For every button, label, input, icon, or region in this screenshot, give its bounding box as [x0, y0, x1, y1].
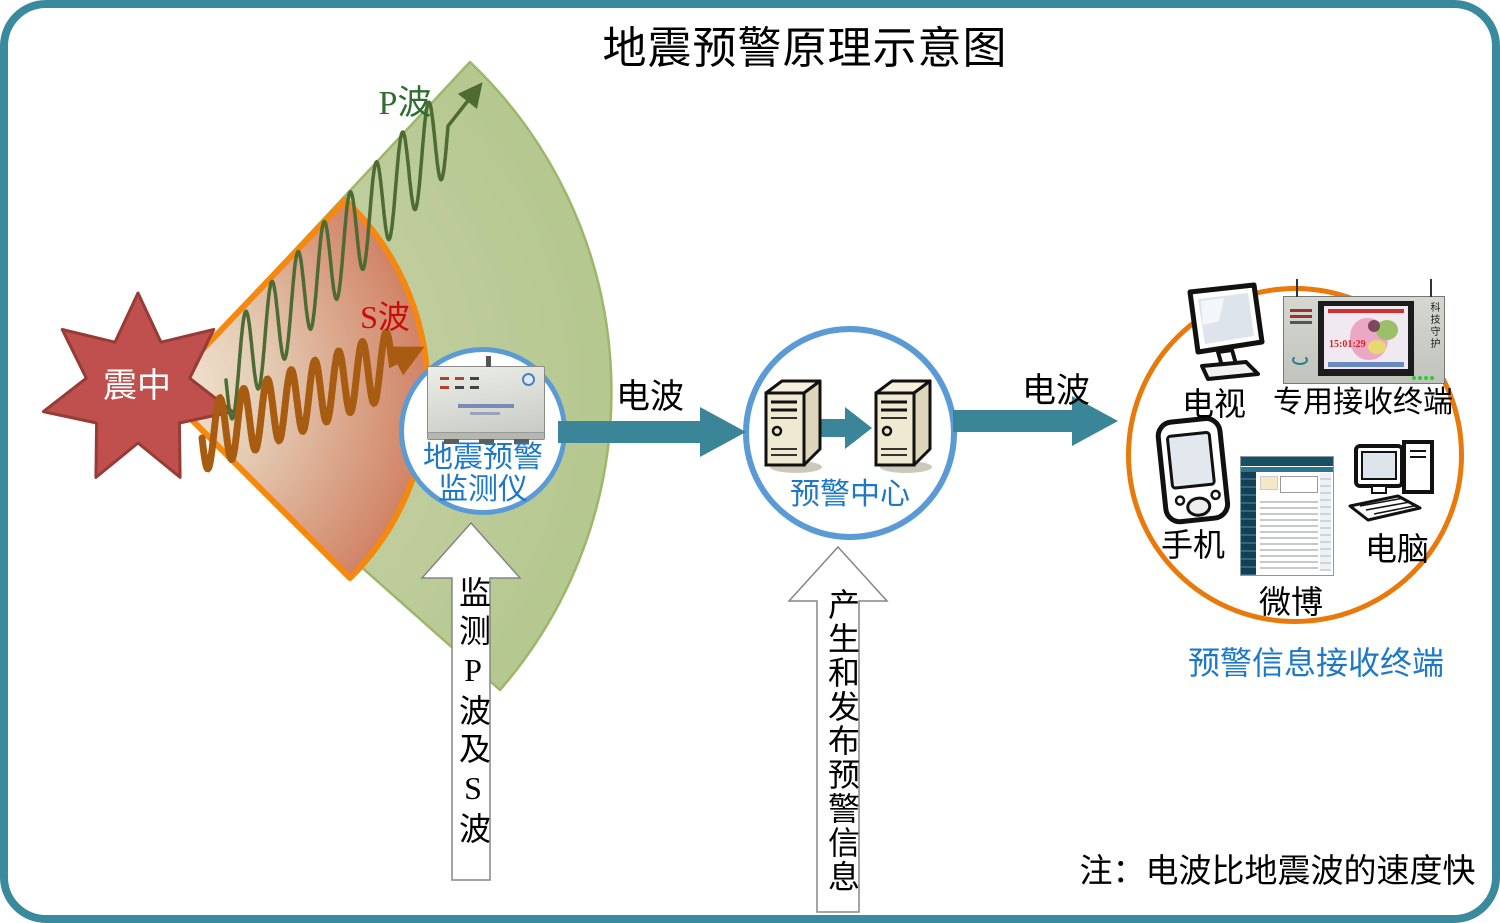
terminal-logo — [1292, 355, 1308, 365]
terminal-left-text-bars — [1290, 309, 1312, 312]
phone-icon — [1155, 416, 1231, 525]
device-base — [428, 432, 544, 439]
map-region-dark — [1368, 320, 1380, 332]
weibo-headline-box — [1280, 476, 1318, 493]
device-logo — [522, 373, 535, 386]
tv-label: 电视 — [1181, 386, 1246, 422]
weibo-logo — [1260, 476, 1278, 490]
publish-arrow-label: 产生和发布预警信息 — [824, 588, 860, 894]
monitor-device-icon — [427, 356, 545, 444]
radio-wave-label-2: 电波 — [1022, 373, 1090, 410]
terminal-antenna-left — [1296, 279, 1298, 297]
device-led-cluster — [440, 377, 449, 380]
monitor-label-line1: 地震预警 — [423, 441, 543, 474]
weibo-label: 微博 — [1258, 584, 1323, 620]
epicenter-label: 震中 — [103, 368, 171, 405]
terminal-leds — [1418, 376, 1422, 380]
weibo-sidebar — [1241, 472, 1256, 575]
page-title: 地震预警原理示意图 — [602, 24, 1008, 73]
monitor-label-line2: 监测仪 — [438, 473, 528, 506]
s-wave-label: S波 — [360, 299, 410, 335]
phone-label: 手机 — [1160, 527, 1225, 563]
server-icon-left — [764, 379, 822, 473]
terminal-headline-bar — [1328, 309, 1404, 313]
terminal-map: 15:01:29 — [1324, 306, 1408, 369]
terminal-bottom-text-bar — [1328, 362, 1404, 367]
p-wave-label: P波 — [378, 85, 432, 122]
receiver-caption: 预警信息接收终端 — [1187, 645, 1444, 681]
note-text: 注：电波比地震波的速度快 — [1079, 854, 1476, 890]
device-text-bar-2 — [470, 412, 500, 415]
weibo-subheader-bar — [1241, 467, 1333, 472]
weibo-header-bar — [1241, 457, 1333, 466]
warning-center-label: 预警中心 — [790, 478, 910, 511]
computer-label: 电脑 — [1364, 531, 1429, 567]
s-wave-zone — [160, 197, 431, 581]
monitor-arrow-label: 监测P波及S波 — [455, 576, 491, 850]
terminal-screen: 15:01:29 — [1318, 301, 1414, 376]
device-antenna — [486, 356, 491, 367]
tv-icon — [1187, 282, 1265, 381]
map-region-green — [1376, 320, 1398, 340]
dedicated-terminal-icon: 15:01:29 科技守护 — [1283, 279, 1445, 384]
terminal-side-text: 科技守护 — [1428, 302, 1439, 350]
radio-wave-label-1: 电波 — [616, 379, 684, 416]
terminal-antenna-right — [1430, 279, 1432, 297]
s-wave-curve — [198, 328, 425, 473]
weibo-right-column — [1320, 473, 1331, 571]
terminal-countdown: 15:01:29 — [1329, 339, 1366, 350]
weibo-content-lines — [1260, 497, 1318, 572]
server-icon-right — [874, 379, 932, 473]
device-text-bar — [458, 404, 514, 408]
computer-icon — [1348, 440, 1434, 522]
map-region-yellow — [1368, 340, 1386, 354]
terminal-label: 专用接收终端 — [1273, 386, 1453, 419]
weibo-screenshot — [1240, 456, 1334, 576]
